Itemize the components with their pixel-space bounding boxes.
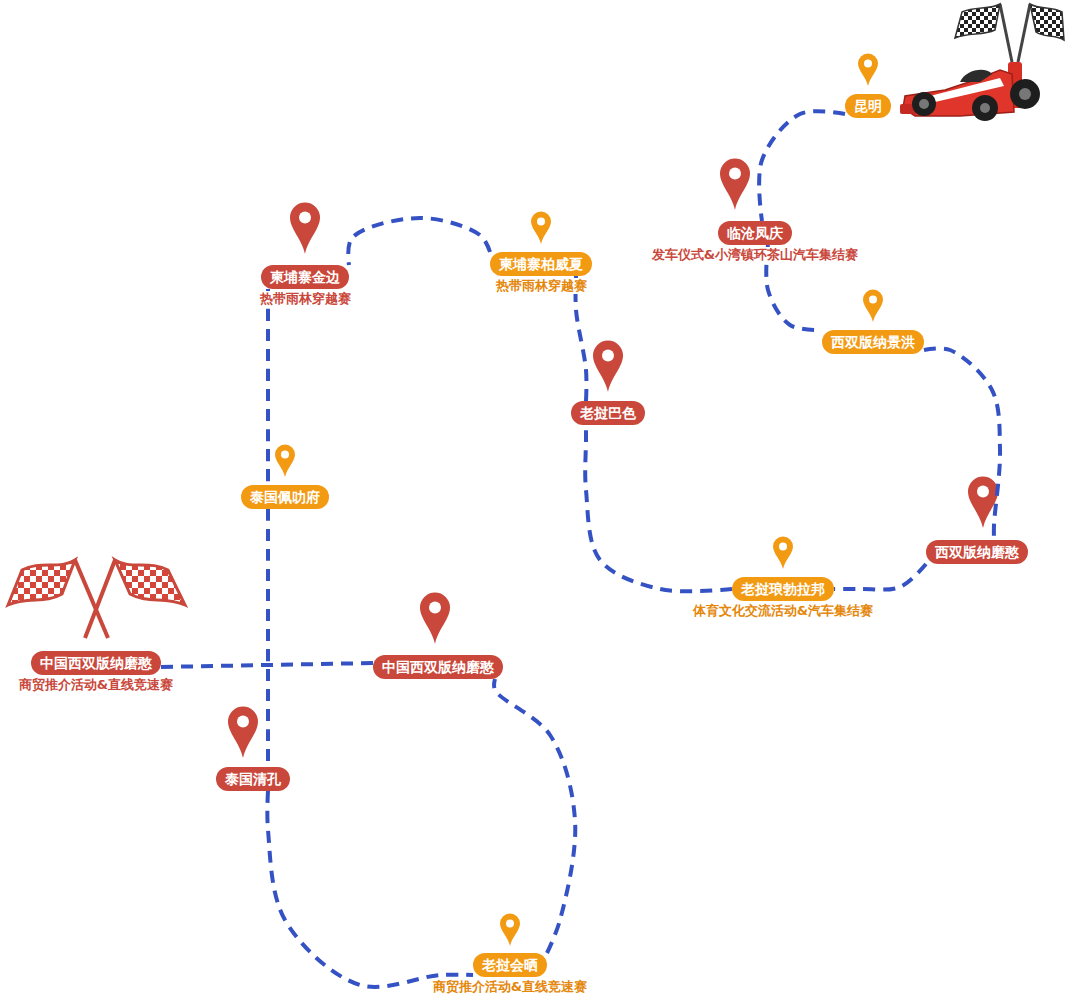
route-connector xyxy=(834,564,926,590)
place-name: 老挝会晒 xyxy=(482,956,538,974)
place-name: 柬埔寨柏威夏 xyxy=(499,255,583,273)
route-connector xyxy=(348,218,490,265)
event-name: 商贸推介活动&直线竞速赛 xyxy=(431,979,589,995)
location-pill: 老挝琅勃拉邦体育文化交流活动&汽车集结赛 xyxy=(732,577,834,601)
map-pin xyxy=(420,593,450,644)
place-name: 中国西双版纳磨憨 xyxy=(382,658,494,676)
route-connector xyxy=(759,111,845,221)
map-pin xyxy=(858,54,878,86)
event-name: 商贸推介活动&直线竞速赛 xyxy=(17,677,175,693)
race-car xyxy=(900,62,1040,121)
map-pin xyxy=(531,212,551,244)
place-name: 老挝琅勃拉邦 xyxy=(741,580,825,598)
event-name: 热带雨林穿越赛 xyxy=(258,291,353,307)
map-pin xyxy=(720,159,750,210)
place-name: 临沧凤庆 xyxy=(727,224,783,242)
place-name: 泰国佩叻府 xyxy=(250,488,320,506)
route-connector xyxy=(576,276,587,401)
place-name: 柬埔寨金边 xyxy=(270,268,340,286)
event-name: 发车仪式&小湾镇环茶山汽车集结赛 xyxy=(650,247,860,263)
map-pin xyxy=(290,203,320,254)
location-pill: 西双版纳景洪 xyxy=(822,330,924,354)
location-pill: 老挝巴色 xyxy=(571,401,645,425)
place-name: 老挝巴色 xyxy=(580,404,636,422)
location-pill: 泰国佩叻府 xyxy=(241,485,329,509)
place-name: 泰国清孔 xyxy=(225,770,281,788)
route-connector xyxy=(924,348,1000,540)
map-pin xyxy=(968,477,998,528)
checkered-flags xyxy=(955,4,1064,62)
place-name: 中国西双版纳磨憨 xyxy=(40,654,152,672)
map-pin xyxy=(773,537,793,569)
location-pill: 中国西双版纳磨憨 xyxy=(373,655,503,679)
location-pill: 临沧凤庆发车仪式&小湾镇环茶山汽车集结赛 xyxy=(718,221,792,245)
route-connector xyxy=(494,679,575,953)
route-connector xyxy=(266,509,270,767)
place-name: 昆明 xyxy=(854,97,882,115)
route-connector xyxy=(161,663,373,667)
map-pin xyxy=(593,341,623,392)
event-name: 热带雨林穿越赛 xyxy=(494,278,589,294)
location-pill: 中国西双版纳磨憨商贸推介活动&直线竞速赛 xyxy=(31,651,161,675)
location-pill: 昆明 xyxy=(845,94,891,118)
route-connector xyxy=(266,289,270,485)
route-connector xyxy=(267,791,473,987)
map-pin xyxy=(500,914,520,946)
map-pin xyxy=(863,290,883,322)
map-pin xyxy=(228,707,258,758)
route-connector xyxy=(585,425,732,591)
location-pill: 泰国清孔 xyxy=(216,767,290,791)
event-name: 体育文化交流活动&汽车集结赛 xyxy=(691,603,875,619)
place-name: 西双版纳磨憨 xyxy=(935,543,1019,561)
checkered-flags xyxy=(8,560,185,638)
location-pill: 老挝会晒商贸推介活动&直线竞速赛 xyxy=(473,953,547,977)
place-name: 西双版纳景洪 xyxy=(831,333,915,351)
location-pill: 西双版纳磨憨 xyxy=(926,540,1028,564)
location-pill: 柬埔寨柏威夏热带雨林穿越赛 xyxy=(490,252,592,276)
location-pill: 柬埔寨金边热带雨林穿越赛 xyxy=(261,265,349,289)
map-pin xyxy=(275,445,295,477)
